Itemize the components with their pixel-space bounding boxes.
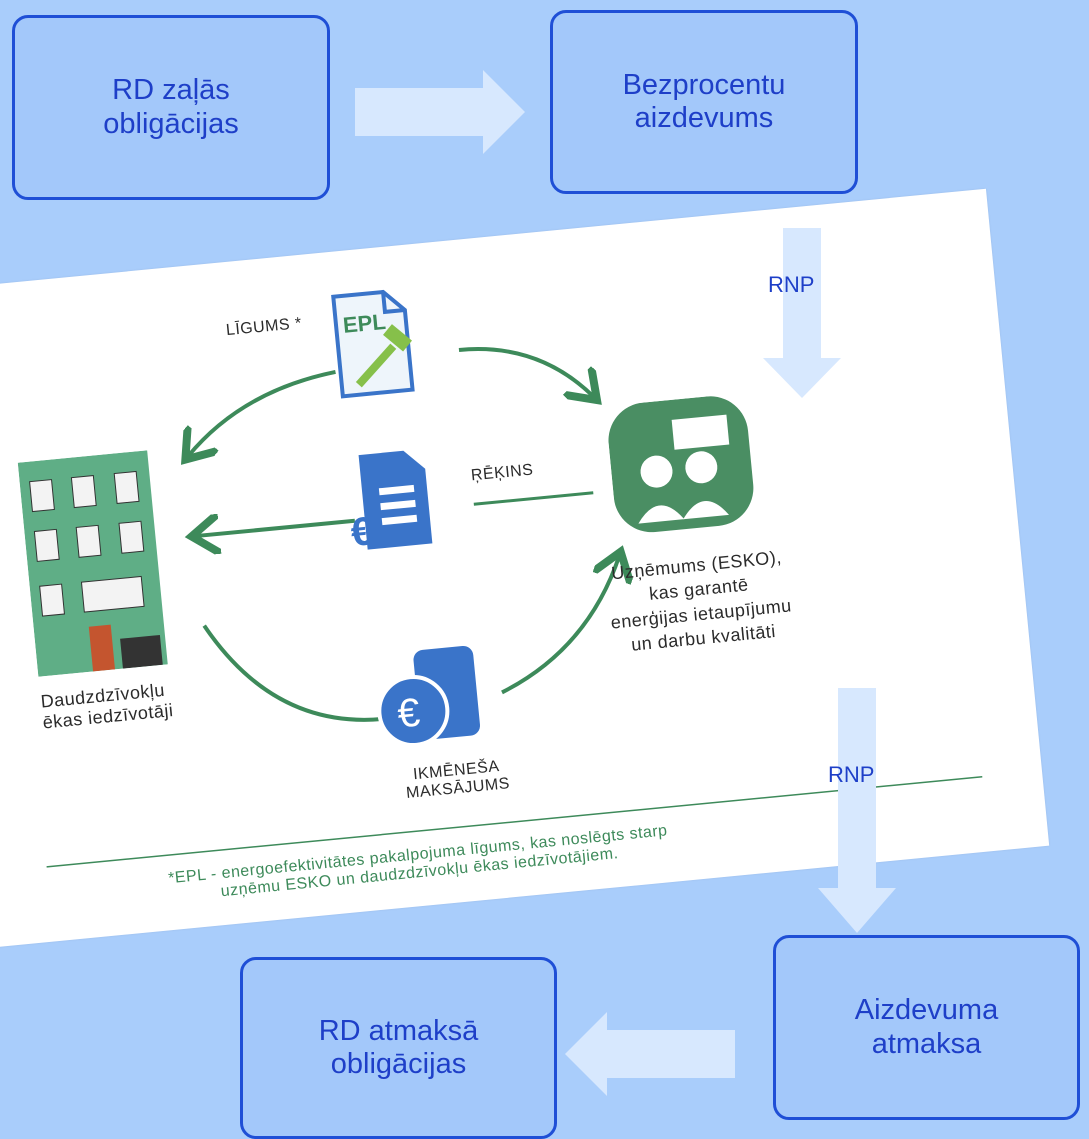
box-green-bonds: RD zaļās obligācijas (12, 15, 330, 200)
box-repays-bonds-label: RD atmaksā obligācijas (318, 1014, 479, 1080)
arrow-right (355, 70, 525, 154)
box-interest-free-loan: Bezprocentu aizdevums (550, 10, 858, 194)
box-loan-repayment: Aizdevuma atmaksa (773, 935, 1080, 1120)
coins-icon: € (377, 645, 481, 748)
svg-text:€: € (349, 509, 375, 555)
esco-workers-icon (608, 396, 754, 533)
footnote-divider (46, 776, 983, 868)
rnp-label-bottom: RNP (828, 762, 875, 787)
invoice-line (473, 491, 594, 506)
epl-contract-icon: EPL (331, 289, 415, 399)
arrow-payment-right (501, 556, 631, 695)
esco-scheme-card: EPL LĪGUMS * Daudzdzīvokļu ēkas iedzīvot… (0, 188, 1050, 948)
arrow-contract-right (458, 347, 594, 410)
arrow-down-top (763, 228, 841, 398)
box-repays-bonds: RD atmaksā obligācijas (240, 957, 557, 1139)
invoice-icon: € (349, 450, 433, 555)
arrow-down-bottom (818, 688, 896, 933)
cycle-arrows (46, 347, 983, 868)
arrow-contract-left (181, 369, 336, 457)
company-label: Uzņēmums (ESKO), kas garantē enerģijas i… (609, 547, 793, 655)
svg-text:EPL: EPL (342, 309, 387, 338)
box-loan-repayment-label: Aizdevuma atmaksa (854, 994, 999, 1060)
box-interest-free-loan-label: Bezprocentu aizdevums (622, 68, 786, 134)
svg-text:€: € (396, 690, 422, 736)
arrow-payment-left (202, 624, 385, 722)
rnp-label-top: RNP (768, 272, 815, 297)
apartment-building-icon (17, 450, 168, 677)
arrow-invoice (196, 521, 356, 536)
arrow-left (565, 1012, 735, 1096)
box-green-bonds-label: RD zaļās obligācijas (103, 74, 239, 140)
